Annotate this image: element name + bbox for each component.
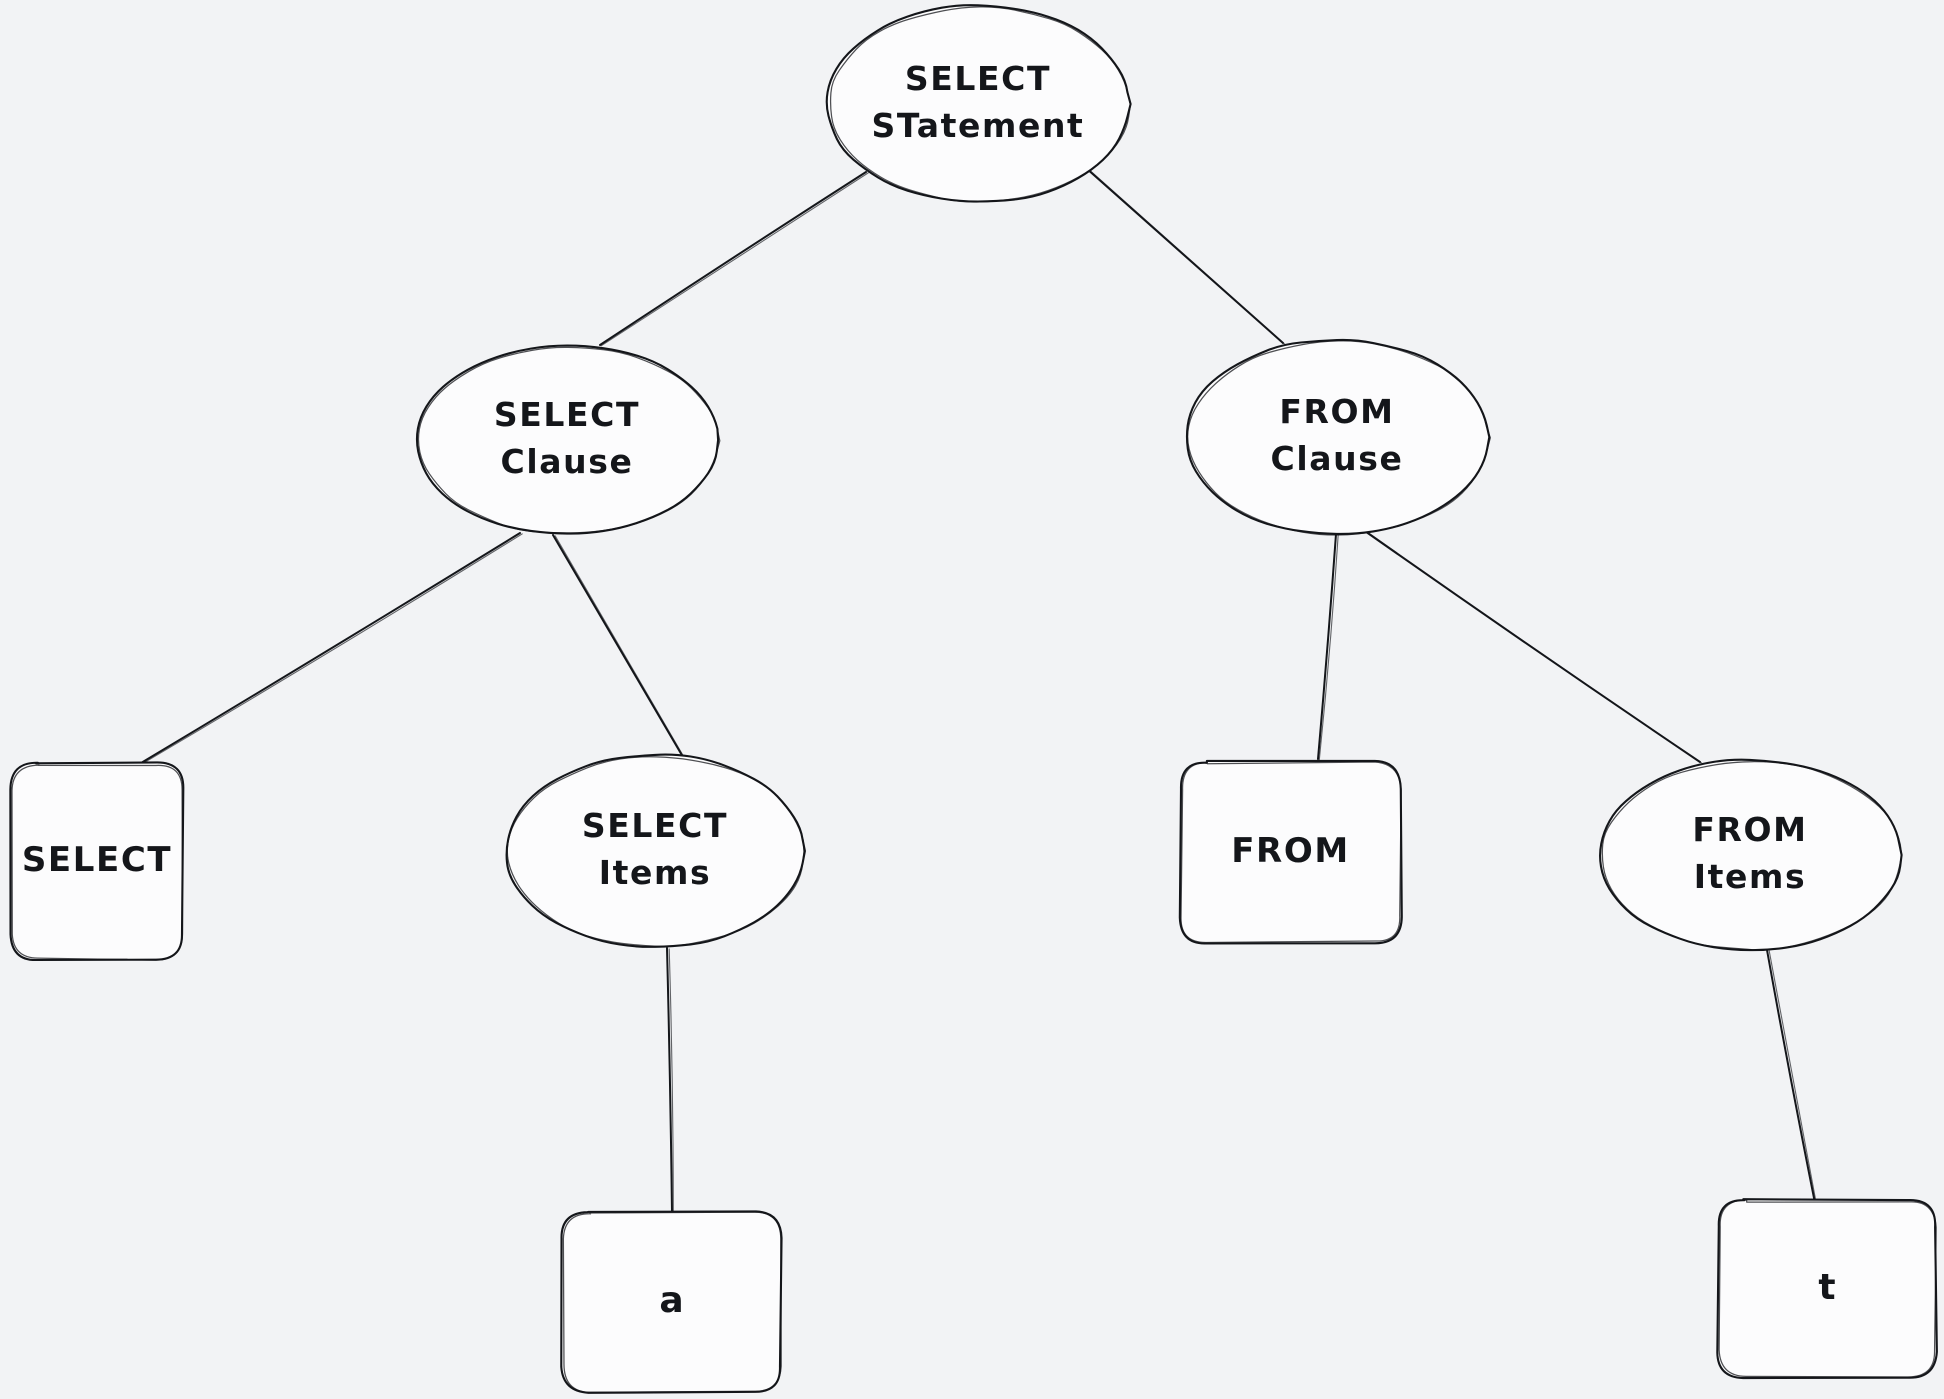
- edge-stroke-sketch: [1768, 950, 1817, 1205]
- edges-layer: [135, 167, 1817, 1214]
- edge-stroke-sketch: [554, 535, 685, 759]
- node-shape-ellipse: [505, 753, 806, 948]
- node-label-line: Clause: [501, 442, 634, 481]
- edge-select-clause-to-select-terminal: [135, 532, 523, 768]
- edge-stroke-sketch: [1363, 529, 1702, 764]
- node-shape-rect-sketch: [1718, 1199, 1937, 1378]
- edge-stroke: [135, 532, 521, 767]
- edge-stroke: [599, 171, 867, 346]
- node-shape-rect-sketch: [11, 764, 184, 961]
- node-label-line: FROM: [1692, 810, 1807, 849]
- edge-stroke-sketch: [600, 172, 869, 347]
- node-label-line: Items: [599, 853, 711, 892]
- node-label-line: t: [1818, 1267, 1835, 1308]
- node-select-terminal[interactable]: SELECT: [9, 761, 185, 962]
- node-select-clause[interactable]: SELECT Clause: [415, 344, 721, 535]
- node-label-line: SELECT: [905, 59, 1051, 98]
- node-label-line: a: [659, 1280, 683, 1321]
- edge-stroke: [1317, 533, 1337, 760]
- node-from-terminal[interactable]: FROM: [1178, 759, 1403, 945]
- node-select-statement[interactable]: SELECT STatement: [825, 4, 1132, 203]
- node-shape-rect-sketch: [562, 1211, 782, 1393]
- node-select-items[interactable]: SELECT Items: [505, 753, 806, 948]
- node-shape-ellipse-sketch: [417, 346, 721, 534]
- edge-statement-to-select-clause: [599, 171, 869, 347]
- node-label-line: Clause: [1271, 439, 1404, 478]
- nodes-layer: SELECTSTatementSELECTClauseFROMClauseSEL…: [9, 4, 1938, 1394]
- edge-stroke-sketch: [136, 533, 523, 768]
- node-shape-ellipse: [825, 4, 1132, 203]
- node-label-line: FROM: [1231, 831, 1350, 871]
- node-shape-ellipse: [1599, 758, 1903, 952]
- node-from-items[interactable]: FROM Items: [1599, 758, 1903, 952]
- node-label-line: SELECT: [22, 840, 172, 880]
- edge-statement-to-from-clause: [1085, 167, 1285, 345]
- node-from-clause[interactable]: FROM Clause: [1185, 338, 1491, 536]
- node-shape-ellipse-sketch: [1187, 340, 1491, 536]
- edge-stroke: [1766, 949, 1816, 1204]
- node-value-t[interactable]: t: [1716, 1198, 1938, 1380]
- edge-stroke-sketch: [1318, 534, 1339, 761]
- edge-from-clause-to-from-terminal: [1317, 533, 1339, 761]
- node-shape-ellipse-sketch: [829, 6, 1132, 203]
- edge-select-clause-to-select-items: [552, 534, 685, 759]
- node-shape-rect-sketch: [1180, 761, 1402, 944]
- node-label-line: SELECT: [494, 395, 640, 434]
- edge-select-items-to-value-a: [666, 947, 674, 1214]
- edge-stroke: [552, 534, 684, 758]
- edge-stroke: [666, 947, 673, 1213]
- node-shape-rect: [9, 761, 185, 962]
- node-label-line: Items: [1694, 857, 1806, 896]
- edge-stroke-sketch: [1087, 168, 1285, 345]
- edge-from-items-to-value-t: [1766, 949, 1817, 1205]
- node-value-a[interactable]: a: [560, 1210, 783, 1394]
- node-label-line: FROM: [1279, 392, 1394, 431]
- node-shape-ellipse: [1185, 338, 1491, 535]
- node-shape-ellipse-sketch: [1601, 761, 1903, 951]
- node-shape-ellipse-sketch: [506, 756, 805, 947]
- edge-from-clause-to-from-items: [1361, 528, 1702, 764]
- node-label-line: STatement: [872, 106, 1085, 145]
- node-label-line: SELECT: [582, 806, 728, 845]
- edge-stroke-sketch: [668, 948, 674, 1214]
